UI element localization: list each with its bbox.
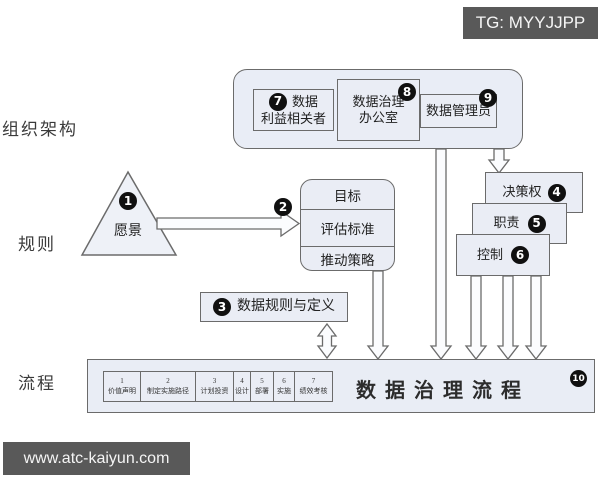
badge-10: 10 bbox=[570, 370, 587, 387]
arrow-office-to-decision-rights bbox=[487, 148, 511, 175]
data-stakeholders-box: 7 数据 利益相关者 bbox=[253, 89, 334, 131]
vision-triangle bbox=[80, 170, 178, 256]
decision-rights-label: 决策权 bbox=[502, 184, 542, 200]
arrow-controls-to-process-1 bbox=[464, 275, 488, 361]
duties-label: 职责 bbox=[493, 215, 520, 231]
process-step-5: 5 部署 bbox=[251, 371, 274, 402]
vision-label: 愿景 bbox=[114, 224, 142, 239]
office-line2: 办公室 bbox=[358, 110, 398, 125]
badge-6: 6 bbox=[511, 246, 529, 264]
badge-9: 9 bbox=[479, 89, 497, 107]
arrow-vision-to-goals bbox=[156, 209, 301, 238]
badge-2: 2 bbox=[274, 198, 292, 216]
office-line1: 数据治理 bbox=[352, 93, 405, 109]
arrow-strategy-to-process bbox=[366, 270, 390, 361]
process-step-6: 6 实施 bbox=[274, 371, 295, 402]
data-steward-box: 9 数据管理员 bbox=[420, 89, 497, 128]
watermark-bottom-left: www.atc-kaiyun.com bbox=[3, 442, 190, 475]
badge-8: 8 bbox=[398, 83, 416, 101]
rules-box-label: 数据规则与定义 bbox=[237, 299, 335, 315]
arrow-controls-to-process-2 bbox=[496, 275, 520, 361]
arrow-office-to-process bbox=[429, 148, 453, 361]
process-step-2: 2 制定实施路径 bbox=[141, 371, 196, 402]
process-steps: 1 价值声明 2 制定实施路径 3 计划投资 4 设计 5 部署 6 实施 bbox=[103, 371, 333, 402]
steward-label: 数据管理员 bbox=[425, 102, 491, 118]
goals-row-objective: 目标 bbox=[334, 188, 361, 204]
data-rules-definitions-box: 3 数据规则与定义 bbox=[200, 292, 348, 322]
goals-row-criteria: 评估标准 bbox=[301, 209, 394, 246]
row-label-rules: 规则 bbox=[18, 235, 56, 254]
badge-3: 3 bbox=[213, 298, 231, 316]
process-step-4: 4 设计 bbox=[234, 371, 251, 402]
badge-4: 4 bbox=[547, 183, 566, 202]
process-step-7: 7 绩效考核 bbox=[295, 371, 333, 402]
goals-row-strategy: 推动策略 bbox=[301, 246, 394, 270]
badge-5: 5 bbox=[527, 214, 546, 233]
process-bar: 1 价值声明 2 制定实施路径 3 计划投资 4 设计 5 部署 6 实施 bbox=[87, 359, 595, 413]
row-label-process: 流程 bbox=[18, 374, 56, 393]
watermark-top-right: TG: MYYJJPP bbox=[463, 7, 598, 39]
arrow-controls-to-process-3 bbox=[524, 275, 548, 361]
row-label-organization: 组织架构 bbox=[2, 120, 78, 139]
data-governance-office-box: 8 数据治理 办公室 bbox=[337, 79, 420, 141]
process-bar-title: 数据治理流程 bbox=[356, 380, 530, 402]
badge-1: 1 bbox=[119, 192, 137, 210]
controls-box: 控制 6 bbox=[456, 234, 550, 276]
arrow-rules-process-bidirectional bbox=[316, 322, 338, 360]
controls-label: 控制 bbox=[476, 246, 503, 262]
badge-7: 7 bbox=[268, 92, 287, 111]
goals-box: 目标 评估标准 推动策略 bbox=[300, 179, 395, 271]
process-step-1: 1 价值声明 bbox=[103, 371, 141, 402]
process-step-3: 3 计划投资 bbox=[196, 371, 234, 402]
stakeholders-line1: 7 数据 bbox=[268, 92, 318, 111]
stakeholders-line2: 利益相关者 bbox=[260, 110, 326, 126]
